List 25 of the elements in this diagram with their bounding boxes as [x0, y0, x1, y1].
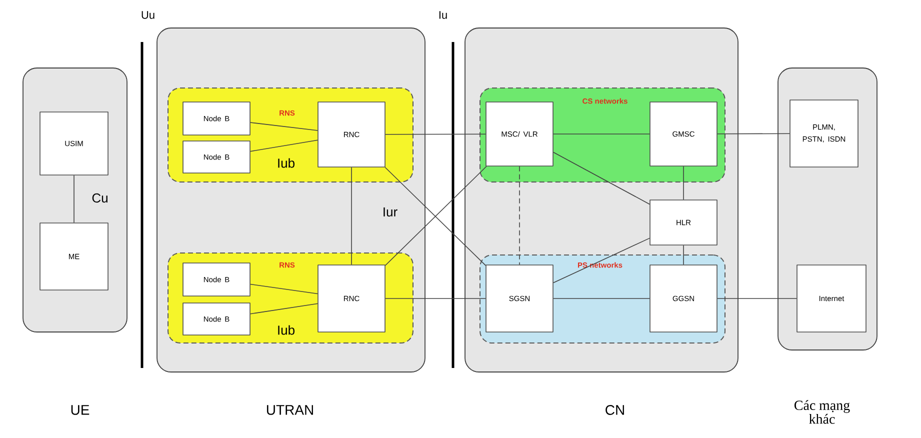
- interface-label: Iu: [439, 11, 447, 19]
- connector-line: [717, 133, 790, 134]
- connector-line: [250, 303, 318, 314]
- interface-label: Uu: [142, 11, 154, 19]
- domain-label: CN: [606, 405, 624, 415]
- connector-line: [519, 166, 520, 265]
- connector-line: [351, 167, 352, 265]
- edge-label: Cu: [92, 193, 108, 203]
- domain-label: UTRAN: [266, 405, 313, 415]
- connector-line: [683, 166, 684, 200]
- connector-line: [250, 284, 318, 294]
- domain-label: UE: [71, 405, 90, 415]
- edge-label: Iub: [278, 158, 294, 168]
- connector-line: [553, 298, 650, 299]
- edge-label: Iub: [278, 325, 294, 335]
- edge-label: Iur: [384, 207, 398, 217]
- connector-line: [553, 238, 650, 284]
- connector-line: [385, 134, 486, 135]
- domain-label: Các mạng khác: [794, 400, 850, 424]
- connector-line: [250, 140, 318, 152]
- connector-line: [717, 298, 797, 299]
- connector-line: [385, 298, 486, 299]
- connector-line: [683, 244, 684, 265]
- connector-line: [250, 122, 318, 131]
- connector-line: [553, 152, 650, 205]
